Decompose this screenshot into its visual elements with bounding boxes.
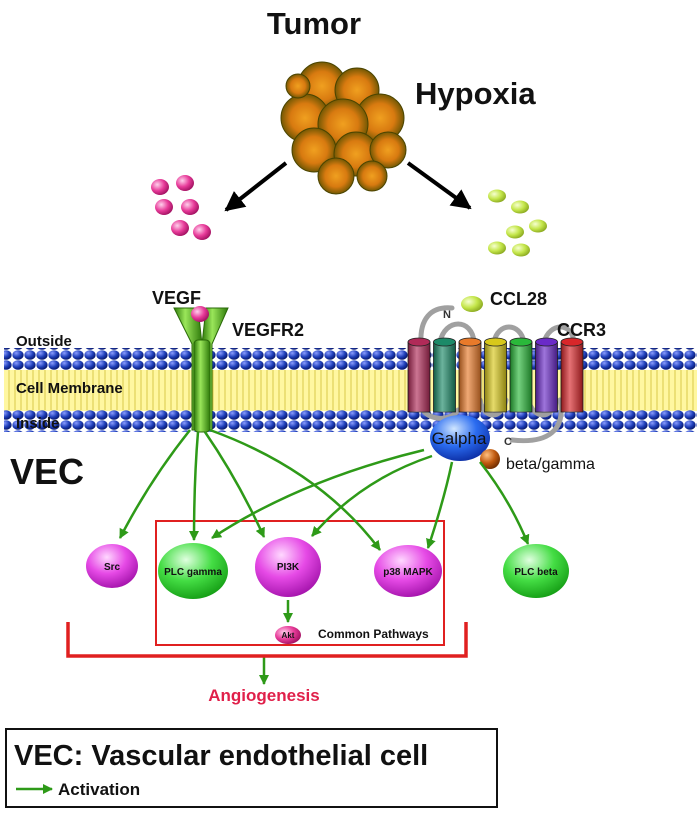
p38-mapk-label: p38 MAPK [383,567,433,578]
ccl28-bound-ligand [461,296,483,312]
arrow-tumor-to-ccl28 [406,161,472,210]
ccr3-helix-shade-6 [535,342,558,412]
ccr3-helix-shade-7 [561,342,583,412]
ccr3-helix-shade-5 [510,342,532,412]
ccr3-helix-cap-3 [458,337,482,347]
tumor-cell-cluster [280,61,407,195]
arrow-vegfr2-to-plc-gamma [189,431,200,541]
activation-arrows [118,428,530,685]
galpha-protein [430,415,490,461]
angiogenesis-label: Angiogenesis [208,686,319,705]
cell-membrane-label: Cell Membrane [16,380,123,397]
ccr3-helix-cap-4 [484,337,507,347]
ccr3-helix-shade-3 [459,342,481,412]
ccr3-helix-shade-2 [433,342,456,412]
ccr3-helix-cap-6 [535,337,558,347]
convergence-bracket [66,622,468,658]
vegf-label: VEGF [152,288,201,308]
arrow-galpha-to-pi3k [311,454,433,537]
arrow-galpha-to-plc-gamma [211,448,425,540]
n-terminus-label: N [443,309,451,321]
arrow-galpha-to-plc-beta [479,461,530,545]
common-pathways-label: Common Pathways [318,627,429,641]
arrow-vegfr2-to-src [118,429,191,539]
src-label: Src [104,562,121,573]
tumor-label: Tumor [267,6,361,41]
legend-box: VEC: Vascular endothelial cell Activatio… [5,728,498,808]
galpha-label: Galpha [432,429,487,448]
beta-gamma-protein [480,449,500,469]
akt-label: Akt [282,631,295,640]
ccr3-helix-cap-2 [433,337,456,347]
vec-label: VEC [10,451,84,492]
vegf-bound-ligand [191,306,209,322]
plc-beta-node [503,544,569,598]
ccr3-label: CCR3 [557,320,606,340]
ccr3-helix-shade-4 [484,342,507,412]
vegfr2-label: VEGFR2 [232,320,304,340]
outside-label: Outside [16,333,72,350]
legend-title: VEC: Vascular endothelial cell [14,740,428,772]
ccl28-label: CCL28 [490,289,547,309]
p38-mapk-node [374,545,442,597]
ccl28-particles [488,189,547,257]
legend-activation-label: Activation [58,780,140,799]
ccr3-helix-shade-1 [408,342,430,412]
vegfr2-receptor [173,307,229,433]
inside-label: Inside [16,415,59,432]
pi3k-node [255,537,321,597]
akt-node [275,626,301,644]
c-terminus-label: C [504,436,512,448]
arrow-vegfr2-to-p38 [209,428,381,551]
arrow-vegfr2-to-pi3k [203,431,266,538]
hypoxia-label: Hypoxia [415,76,536,111]
src-node [86,544,138,588]
pi3k-label: PI3K [277,562,300,573]
plc-gamma-node [158,543,228,599]
beta-gamma-label: beta/gamma [506,456,595,473]
ccr3-helix-cap-7 [560,337,584,347]
vegf-particles [151,175,211,240]
ccr3-receptor [407,337,584,413]
plc-beta-label: PLC beta [514,567,558,578]
arrow-galpha-to-p38 [426,461,454,549]
ccr3-helix-cap-5 [509,337,533,347]
arrow-tumor-to-vegf [224,161,288,212]
plc-gamma-label: PLC gamma [164,567,222,578]
common-pathways-box [155,520,445,646]
ccr3-helix-cap-1 [407,337,431,347]
